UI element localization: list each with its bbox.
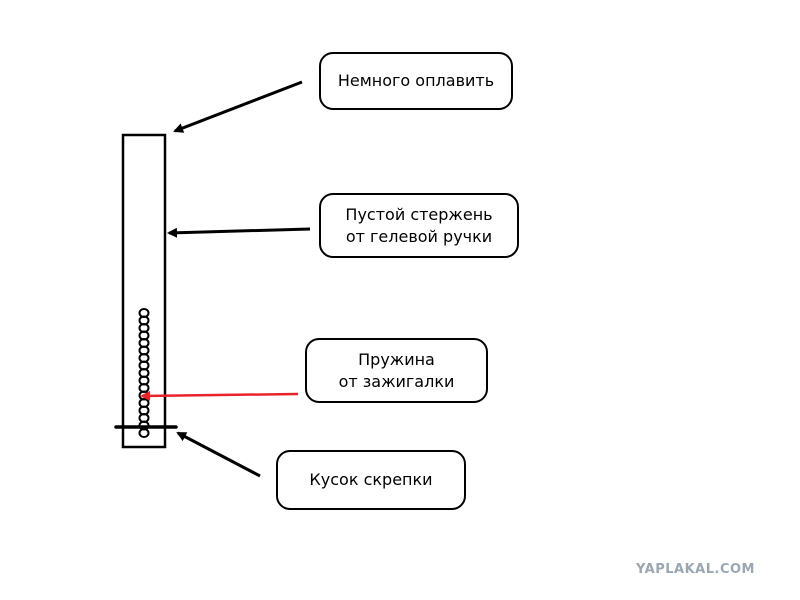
arrow-clip: [176, 431, 261, 478]
callout-spring-text-1: Пружина: [358, 349, 435, 369]
arrow-melt: [173, 80, 303, 133]
arrow-spring: [140, 390, 299, 401]
arrow-refill: [167, 227, 311, 238]
callout-spring-text-2: от зажигалки: [338, 371, 455, 391]
spring-coil: [138, 428, 150, 438]
callout-lighter-spring: Пружина от зажигалки: [305, 338, 488, 403]
callout-melt-text: Немного оплавить: [337, 71, 495, 90]
callout-empty-refill: Пустой стержень от гелевой ручки: [319, 193, 519, 258]
callout-refill-text-1: Пустой стержень: [345, 204, 493, 224]
site-watermark: YAPLAKAL.COM: [636, 562, 755, 577]
callout-refill-text-2: от гелевой ручки: [345, 226, 493, 246]
callout-paperclip: Кусок скрепки: [276, 450, 466, 510]
callout-melt-tip: Немного оплавить: [319, 52, 513, 110]
callout-clip-text: Кусок скрепки: [309, 470, 433, 489]
